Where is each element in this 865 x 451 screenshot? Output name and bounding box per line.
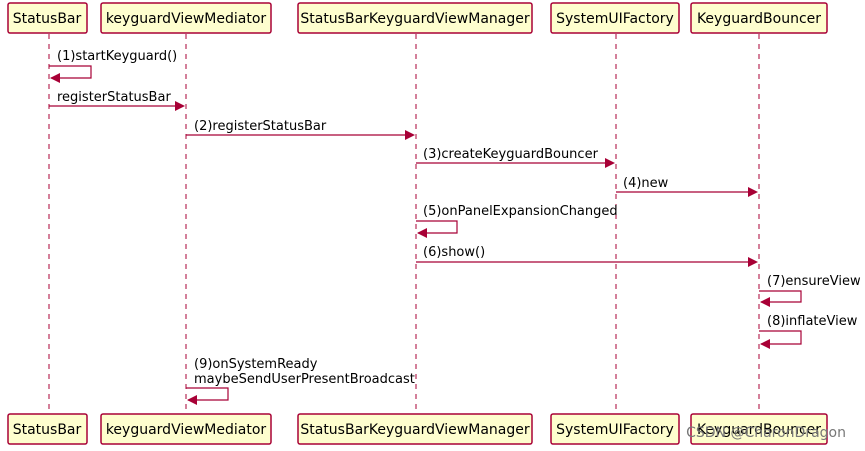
participant-label: StatusBarKeyguardViewManager — [300, 11, 530, 27]
message-label: (6)show() — [423, 245, 485, 260]
watermark-text: CSDN @CharonDragon — [686, 425, 846, 441]
message-3-create-keyguard-bouncer: (3)createKeyguardBouncer — [416, 147, 615, 168]
participant-label: StatusBar — [13, 422, 82, 438]
participant-label: StatusBar — [13, 11, 82, 27]
message-label: (3)createKeyguardBouncer — [423, 147, 599, 162]
message-label: (2)registerStatusBar — [194, 119, 327, 134]
message-label: (5)onPanelExpansionChanged — [423, 204, 618, 219]
message-label: (7)ensureView — [767, 274, 861, 289]
message-label: registerStatusBar — [57, 90, 171, 105]
message-6-show: (6)show() — [416, 245, 758, 267]
message-7-ensure-view: (7)ensureView — [759, 274, 861, 307]
participant-label: SystemUIFactory — [556, 422, 674, 438]
message-9-on-system-ready: (9)onSystemReady maybeSendUserPresentBro… — [186, 357, 415, 405]
participant-top-statusbar-keyguard-view-manager: StatusBarKeyguardViewManager — [297, 2, 533, 34]
message-5-on-panel-expansion-changed: (5)onPanelExpansionChanged — [416, 204, 618, 238]
message-label: (4)new — [623, 176, 669, 191]
participant-label: StatusBarKeyguardViewManager — [300, 422, 530, 438]
message-label: (9)onSystemReady — [194, 357, 318, 372]
participant-bottom-statusbar-keyguard-view-manager: StatusBarKeyguardViewManager — [297, 413, 533, 445]
participant-bottom-keyguard-bouncer: KeyguardBouncer — [690, 413, 828, 445]
participant-bottom-keyguard-view-mediator: keyguardViewMediator — [100, 413, 272, 445]
participant-bottom-statusbar: StatusBar — [7, 413, 88, 445]
message-label: (8)inflateView — [767, 314, 858, 329]
message-8-inflate-view: (8)inflateView — [759, 314, 858, 349]
participant-top-statusbar: StatusBar — [7, 2, 88, 34]
participant-label: KeyguardBouncer — [697, 11, 821, 27]
message-label-line-2: maybeSendUserPresentBroadcast — [194, 372, 415, 387]
participant-label: keyguardViewMediator — [106, 11, 267, 27]
participant-label: keyguardViewMediator — [106, 422, 267, 438]
participant-top-systemui-factory: SystemUIFactory — [550, 2, 680, 34]
message-register-statusbar: registerStatusBar — [49, 90, 185, 111]
participant-bottom-systemui-factory: SystemUIFactory — [550, 413, 680, 445]
participant-top-keyguard-view-mediator: keyguardViewMediator — [100, 2, 272, 34]
participant-top-keyguard-bouncer: KeyguardBouncer — [690, 2, 828, 34]
message-4-new: (4)new — [616, 176, 758, 197]
message-2-register-statusbar: (2)registerStatusBar — [186, 119, 415, 140]
message-1-start-keyguard: (1)startKeyguard() — [49, 49, 177, 83]
participant-label: SystemUIFactory — [556, 11, 674, 27]
message-label: (1)startKeyguard() — [57, 49, 177, 64]
participant-label: KeyguardBouncer — [697, 422, 821, 438]
